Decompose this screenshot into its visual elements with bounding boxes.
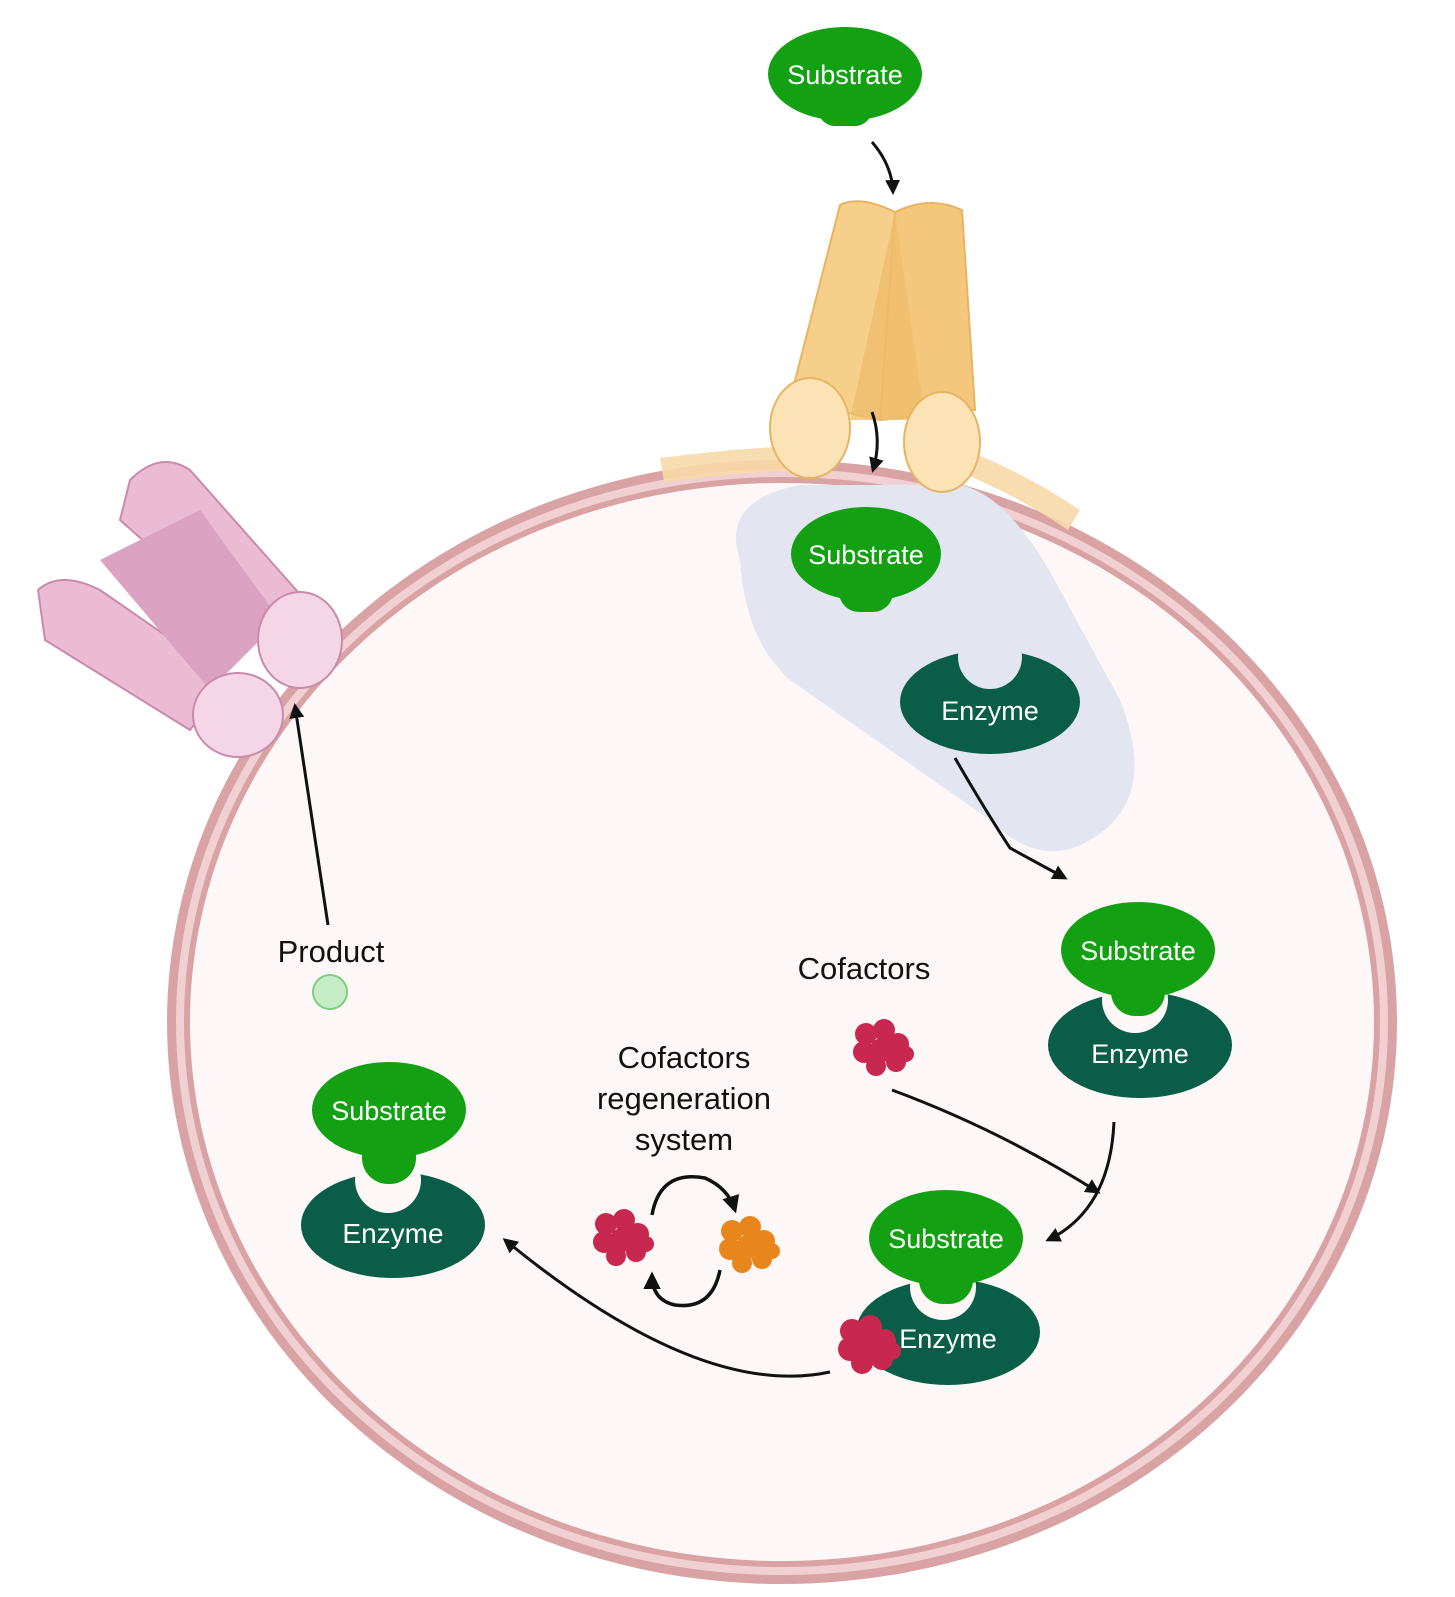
- complex-2-enzyme: Enzyme: [856, 1254, 1040, 1385]
- enzyme-compartment-label: Enzyme: [941, 696, 1039, 726]
- cofactor-free: [853, 1019, 914, 1076]
- arrow-complex-to-cofactor-complex: [1045, 1121, 1116, 1242]
- substrate-compartment: Substrate: [791, 507, 941, 612]
- molecule-cluster-icon: [719, 1216, 780, 1273]
- regeneration-label-line2: regeneration: [597, 1081, 771, 1116]
- complex-product-stage: Enzyme Substrate: [301, 1062, 485, 1278]
- cofactor-regenerated: [719, 1216, 780, 1273]
- product-molecule: [312, 974, 348, 1010]
- molecule-cluster-icon: [838, 1315, 901, 1374]
- membrane-import-region: [660, 446, 792, 482]
- complex-2-enzyme-label: Enzyme: [899, 1324, 997, 1354]
- export-transporter: [36, 461, 343, 758]
- complex-3-substrate: Substrate: [312, 1062, 466, 1184]
- complex-2-cofactor: [838, 1315, 901, 1374]
- arrow-product-export: [289, 703, 330, 926]
- import-transporter-left-ring: [769, 377, 851, 479]
- import-transporter-center: [850, 212, 925, 420]
- complex-3-enzyme-label: Enzyme: [342, 1218, 443, 1249]
- substrate-external: Substrate: [768, 27, 922, 126]
- import-transporter: [769, 200, 981, 493]
- enzyme-compartment-free: Enzyme: [900, 625, 1080, 754]
- complex-2-substrate: Substrate: [869, 1190, 1023, 1304]
- complex-3-substrate-label: Substrate: [331, 1096, 447, 1126]
- circular-arrows-icon-lower: [643, 1269, 722, 1308]
- arrows: [289, 141, 1116, 1378]
- export-transporter-center: [100, 510, 280, 690]
- import-transporter-right-ring: [903, 391, 981, 493]
- complex-substrate-enzyme: Enzyme Substrate: [1048, 902, 1232, 1098]
- complex-substrate-enzyme-cofactor: Enzyme Substrate: [838, 1190, 1040, 1385]
- substrate-compartment-label: Substrate: [808, 540, 924, 570]
- export-transporter-ring-top: [257, 591, 343, 689]
- arrow-to-product-complex: [502, 1238, 831, 1378]
- substrate-external-label: Substrate: [787, 60, 903, 90]
- regeneration-label-line3: system: [635, 1122, 733, 1157]
- complex-1-enzyme-label: Enzyme: [1091, 1039, 1189, 1069]
- regeneration-label-line1: Cofactors: [618, 1040, 751, 1075]
- circular-arrows-icon: [650, 1175, 740, 1216]
- membrane-import-region-right: [954, 448, 1080, 530]
- product-label: Product: [278, 934, 385, 969]
- arrow-cofactor-to-complex: [891, 1088, 1101, 1194]
- export-transporter-ring-bottom: [192, 672, 284, 758]
- molecule-cluster-icon: [853, 1019, 914, 1076]
- cofactor-used: [593, 1209, 654, 1266]
- molecule-cluster-icon: [593, 1209, 654, 1266]
- arrow-transporter-to-compartment: [869, 411, 884, 473]
- complex-1-substrate-label: Substrate: [1080, 936, 1196, 966]
- arrow-substrate-to-transporter: [870, 141, 901, 195]
- complex-1-substrate: Substrate: [1061, 902, 1215, 1016]
- complex-2-substrate-label: Substrate: [888, 1224, 1004, 1254]
- arrow-enzyme-to-complex: [953, 757, 1068, 880]
- cofactors-label: Cofactors: [798, 951, 931, 986]
- regeneration-cycle: [643, 1175, 740, 1308]
